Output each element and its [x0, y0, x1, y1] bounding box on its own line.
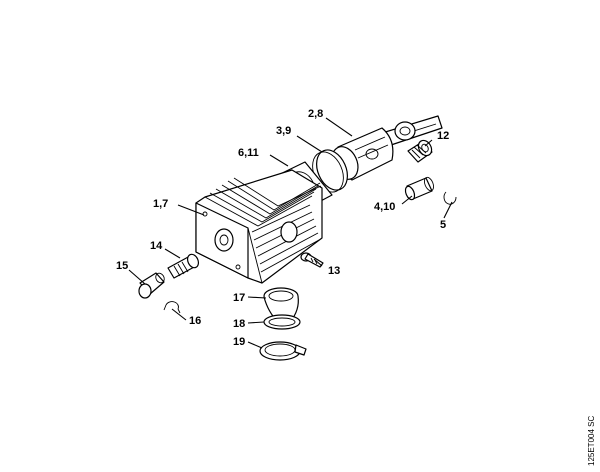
screw-13 — [300, 252, 324, 268]
callout-18: 18 — [233, 318, 245, 330]
piston-pin — [404, 176, 434, 201]
adapter-14 — [167, 253, 200, 279]
callout-19: 19 — [233, 336, 245, 348]
cylinder — [195, 169, 323, 284]
elbow-connector — [138, 272, 165, 299]
leader-lines — [128, 117, 453, 349]
needle-cage — [407, 139, 433, 163]
drawing-code: 125ET004 SC — [587, 416, 596, 466]
callout-15: 15 — [116, 260, 128, 272]
hose-clamp-16 — [163, 301, 181, 314]
callout-2-8: 2,8 — [308, 108, 323, 120]
callout-5: 5 — [440, 219, 446, 231]
callout-1-7: 1,7 — [153, 198, 168, 210]
callout-16: 16 — [189, 315, 201, 327]
snap-ring — [443, 191, 457, 205]
callout-4-10: 4,10 — [374, 201, 395, 213]
callout-12: 12 — [437, 130, 449, 142]
callout-14: 14 — [150, 240, 163, 252]
callout-6-11: 6,11 — [238, 147, 259, 159]
callout-13: 13 — [328, 265, 340, 277]
connecting-rod — [381, 115, 443, 147]
callout-17: 17 — [233, 292, 245, 304]
clamp-19 — [259, 341, 307, 361]
callout-3-9: 3,9 — [276, 125, 291, 137]
ring-18 — [263, 314, 301, 330]
